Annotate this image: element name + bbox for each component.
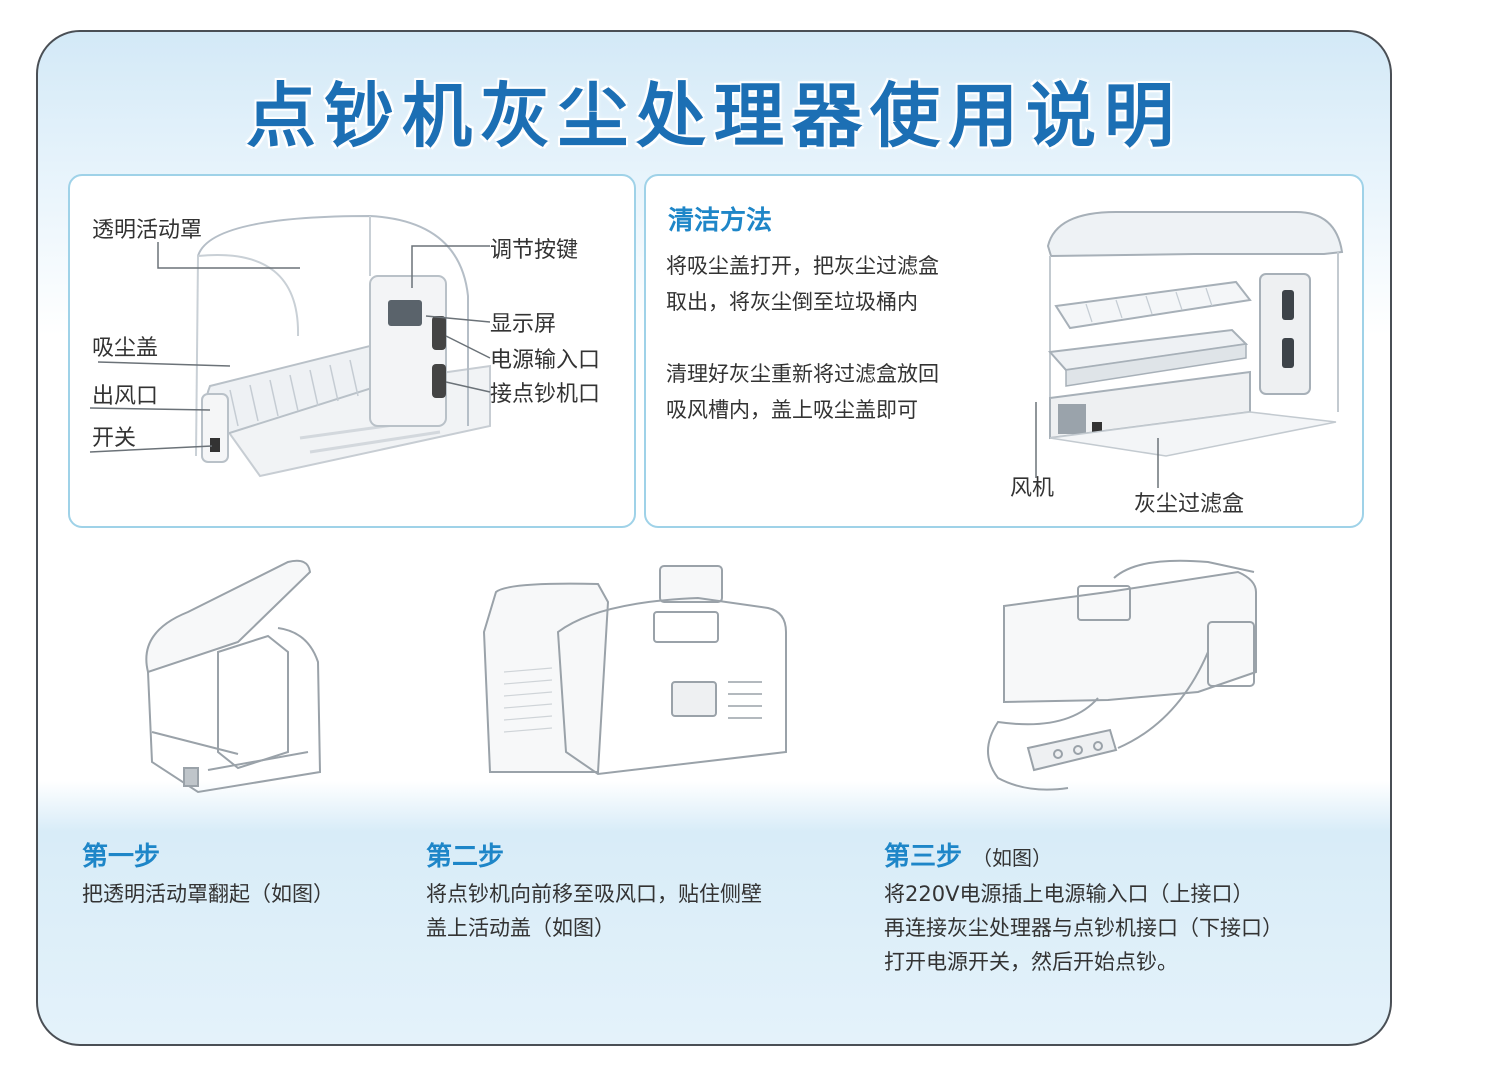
step-1: 第一步 把透明活动罩翻起（如图）: [82, 836, 334, 911]
instruction-sheet: 点钞机灰尘处理器使用说明: [36, 30, 1392, 1046]
label-display: 显示屏: [490, 312, 557, 337]
parts-panel: 透明活动罩 调节按键 显示屏 吸尘盖 电源输入口 出风口 接点钞机口 开关: [68, 174, 636, 528]
step-3-line: 将220V电源插上电源输入口（上接口）: [884, 882, 1254, 906]
label-fan: 风机: [1010, 476, 1055, 501]
step-2: 第二步 将点钞机向前移至吸风口，贴住侧壁 盖上活动盖（如图）: [426, 836, 762, 945]
step-3-title: 第三步 （如图）: [884, 836, 1283, 873]
label-switch: 开关: [92, 426, 137, 451]
cleaning-line: 清理好灰尘重新将过滤盒放回: [666, 362, 939, 386]
step-illustrations: [145, 559, 1257, 794]
step-1-title-text: 第一步: [82, 842, 161, 872]
cleaning-line: 吸风槽内，盖上吸尘盖即可: [666, 398, 918, 422]
step-2-line: 将点钞机向前移至吸风口，贴住侧壁: [426, 882, 762, 906]
label-cover: 透明活动罩: [92, 218, 203, 243]
cleaning-line: 将吸尘盖打开，把灰尘过滤盒: [666, 254, 939, 278]
label-adjust-button: 调节按键: [490, 238, 579, 263]
cleaning-panel: 清洁方法 将吸尘盖打开，把灰尘过滤盒 取出，将灰尘倒至垃圾桶内 清理好灰尘重新将…: [644, 174, 1364, 528]
step-3-title-text: 第三步: [884, 842, 963, 872]
dust-processor-illustration: [89, 214, 491, 478]
step-1-line: 把透明活动罩翻起（如图）: [82, 882, 334, 906]
step-2-title: 第二步: [426, 836, 762, 873]
step-2-title-text: 第二步: [426, 842, 505, 872]
step2-illustration: [482, 565, 787, 776]
step-3-note: （如图）: [972, 846, 1053, 870]
step-3-line: 打开电源开关，然后开始点钞。: [884, 950, 1178, 974]
step-2-line: 盖上活动盖（如图）: [426, 916, 615, 940]
cleaning-title: 清洁方法: [668, 206, 773, 236]
step1-illustration: [145, 559, 322, 794]
step-3: 第三步 （如图） 将220V电源插上电源输入口（上接口） 再连接灰尘处理器与点钞机…: [884, 836, 1283, 979]
filter-exploded-illustration: [1035, 211, 1344, 488]
step3-illustration: [987, 559, 1257, 791]
label-filter-box: 灰尘过滤盒: [1134, 492, 1245, 517]
step-3-line: 再连接灰尘处理器与点钞机接口（下接口）: [884, 916, 1283, 940]
page-title: 点钞机灰尘处理器使用说明: [246, 75, 1182, 157]
label-outlet: 出风口: [92, 384, 159, 409]
step-1-title: 第一步: [82, 836, 334, 873]
label-power-input: 电源输入口: [490, 348, 601, 373]
cleaning-line: 取出，将灰尘倒至垃圾桶内: [666, 290, 918, 314]
label-counter-port: 接点钞机口: [490, 382, 601, 407]
label-dust-lid: 吸尘盖: [92, 336, 159, 361]
